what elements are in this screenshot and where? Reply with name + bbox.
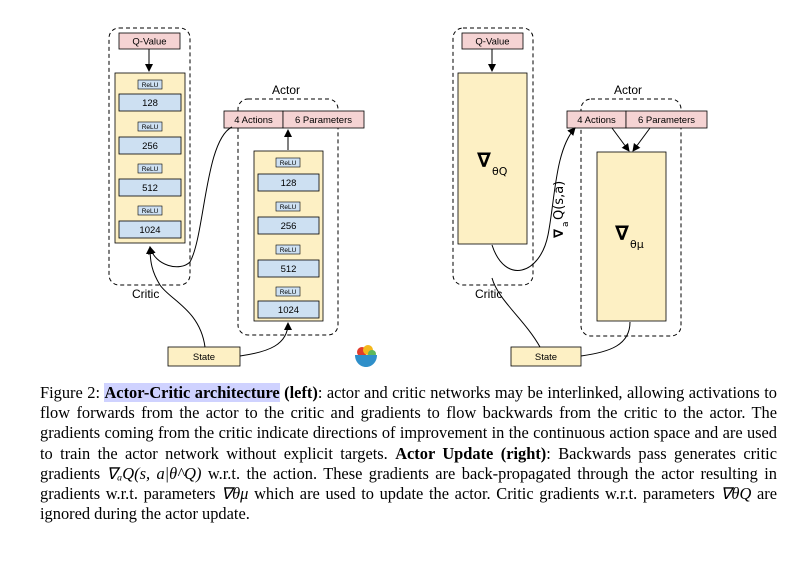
caption-math3: ∇θQ xyxy=(720,484,752,504)
actions-to-critic-arrow xyxy=(147,126,233,268)
critic-layer-1-label: 128 xyxy=(142,98,158,109)
actor-layer-1-label: 128 xyxy=(281,178,297,189)
critic-relu-3-label: ReLU xyxy=(142,166,159,173)
critic-network-right xyxy=(457,72,528,245)
critic-relu-1 xyxy=(137,79,163,90)
critic-q-value-label-right: Q-Value xyxy=(475,37,509,48)
caption-update-side: (right) xyxy=(500,443,547,463)
bowl-logo-icon xyxy=(355,345,377,367)
figure-caption: Figure 2: Actor-Critic architecture (lef… xyxy=(40,383,777,524)
caption-title-highlight: Actor-Critic architecture xyxy=(104,383,280,402)
critic-grad-symbol: ∇ xyxy=(477,148,491,172)
gradient-label: ∇ a Q(s,a) xyxy=(552,181,571,238)
critic-layer-1 xyxy=(118,93,182,112)
critic-label-right: Critic xyxy=(475,287,502,301)
gradient-label-text: Q(s,a) xyxy=(552,181,567,220)
critic-grad-subscript: θQ xyxy=(492,165,508,178)
actor-relu-3-label: ReLU xyxy=(280,247,297,254)
state-to-critic-arrow xyxy=(146,246,206,348)
state-label-right: State xyxy=(535,352,557,363)
critic-relu-2 xyxy=(137,121,163,132)
state-box-left xyxy=(167,346,241,367)
critic-q-value-label: Q-Value xyxy=(132,37,166,48)
actor-relu-1-label: ReLU xyxy=(280,160,297,167)
caption-part3: w.r.t. the action. These gradients are b… xyxy=(40,463,777,504)
caption-title-side: (left) xyxy=(284,383,318,402)
caption-part2: : Backwards pass generates critic gradie… xyxy=(40,443,777,483)
critic-container-right xyxy=(452,27,534,286)
gradient-label-nabla: ∇ xyxy=(552,228,567,238)
critic-layer-2-label: 256 xyxy=(142,141,158,152)
caption-part1: : actor and critic networks may be inter… xyxy=(40,383,777,463)
state-box-right xyxy=(510,346,582,367)
figure-label: Figure 2: xyxy=(40,383,100,402)
actor-params-label: 6 Parameters xyxy=(295,115,352,126)
actor-label-right: Actor xyxy=(614,83,642,97)
critic-relu-4 xyxy=(137,205,163,216)
architecture-figure: Q-Value ReLU 128 ReLU 256 ReLU 512 ReLU … xyxy=(108,27,708,367)
actor-layer-4-label: 1024 xyxy=(278,305,299,316)
actor-layer-4 xyxy=(257,300,320,319)
critic-layer-4 xyxy=(118,220,182,239)
caption-part5: are ignored during the actor update. xyxy=(40,484,777,524)
actor-params-box xyxy=(282,110,365,129)
critic-layer-3-label: 512 xyxy=(142,183,158,194)
caption-math1: ∇ₐQ(s, a|θ^Q) xyxy=(106,463,202,483)
caption-actor-update: Actor Update xyxy=(395,443,494,463)
actor-grad-subscript: θμ xyxy=(630,238,644,251)
state-to-critic-arrow-right xyxy=(491,277,541,348)
actor-container-right xyxy=(580,98,682,337)
actor-layer-2 xyxy=(257,216,320,235)
actor-relu-4 xyxy=(275,286,301,297)
critic-label: Critic xyxy=(132,287,159,301)
actor-relu-4-label: ReLU xyxy=(280,289,297,296)
actor-network-right xyxy=(596,151,667,322)
critic-layer-stack: ReLU 128 ReLU 256 ReLU 512 ReLU 1024 xyxy=(118,79,182,239)
gradient-label-sub: a xyxy=(561,221,571,227)
state-to-actor-arrow xyxy=(239,322,292,357)
critic-to-actions-gradient-arrow xyxy=(491,127,576,271)
actor-layer-2-label: 256 xyxy=(281,221,297,232)
actor-params-box-right xyxy=(625,110,708,129)
actor-container xyxy=(237,98,339,336)
critic-layer-3 xyxy=(118,178,182,197)
actor-layer-stack: ReLU 128 ReLU 256 ReLU 512 ReLU 1024 xyxy=(257,157,320,319)
actor-layer-1 xyxy=(257,173,320,192)
actor-relu-2-label: ReLU xyxy=(280,204,297,211)
actor-actions-label-right: 4 Actions xyxy=(577,115,616,126)
actor-grad-symbol: ∇ xyxy=(615,221,629,245)
critic-layer-4-label: 1024 xyxy=(139,225,160,236)
critic-layer-2 xyxy=(118,136,182,155)
actor-layer-3-label: 512 xyxy=(281,264,297,275)
caption-part4: which are used to update the actor. Crit… xyxy=(248,484,721,504)
actor-actions-label: 4 Actions xyxy=(234,115,273,126)
critic-relu-1-label: ReLU xyxy=(142,82,159,89)
caption-math2: ∇θμ xyxy=(221,484,249,504)
actor-relu-1 xyxy=(275,157,301,168)
critic-relu-4-label: ReLU xyxy=(142,208,159,215)
critic-relu-3 xyxy=(137,163,163,174)
critic-container xyxy=(108,27,191,286)
actor-layer-3 xyxy=(257,259,320,278)
actor-params-label-right: 6 Parameters xyxy=(638,115,695,126)
critic-relu-2-label: ReLU xyxy=(142,124,159,131)
state-to-actor-arrow-right xyxy=(580,321,631,357)
actor-label: Actor xyxy=(272,83,300,97)
state-label-left: State xyxy=(193,352,215,363)
actor-relu-3 xyxy=(275,244,301,255)
actor-relu-2 xyxy=(275,201,301,212)
